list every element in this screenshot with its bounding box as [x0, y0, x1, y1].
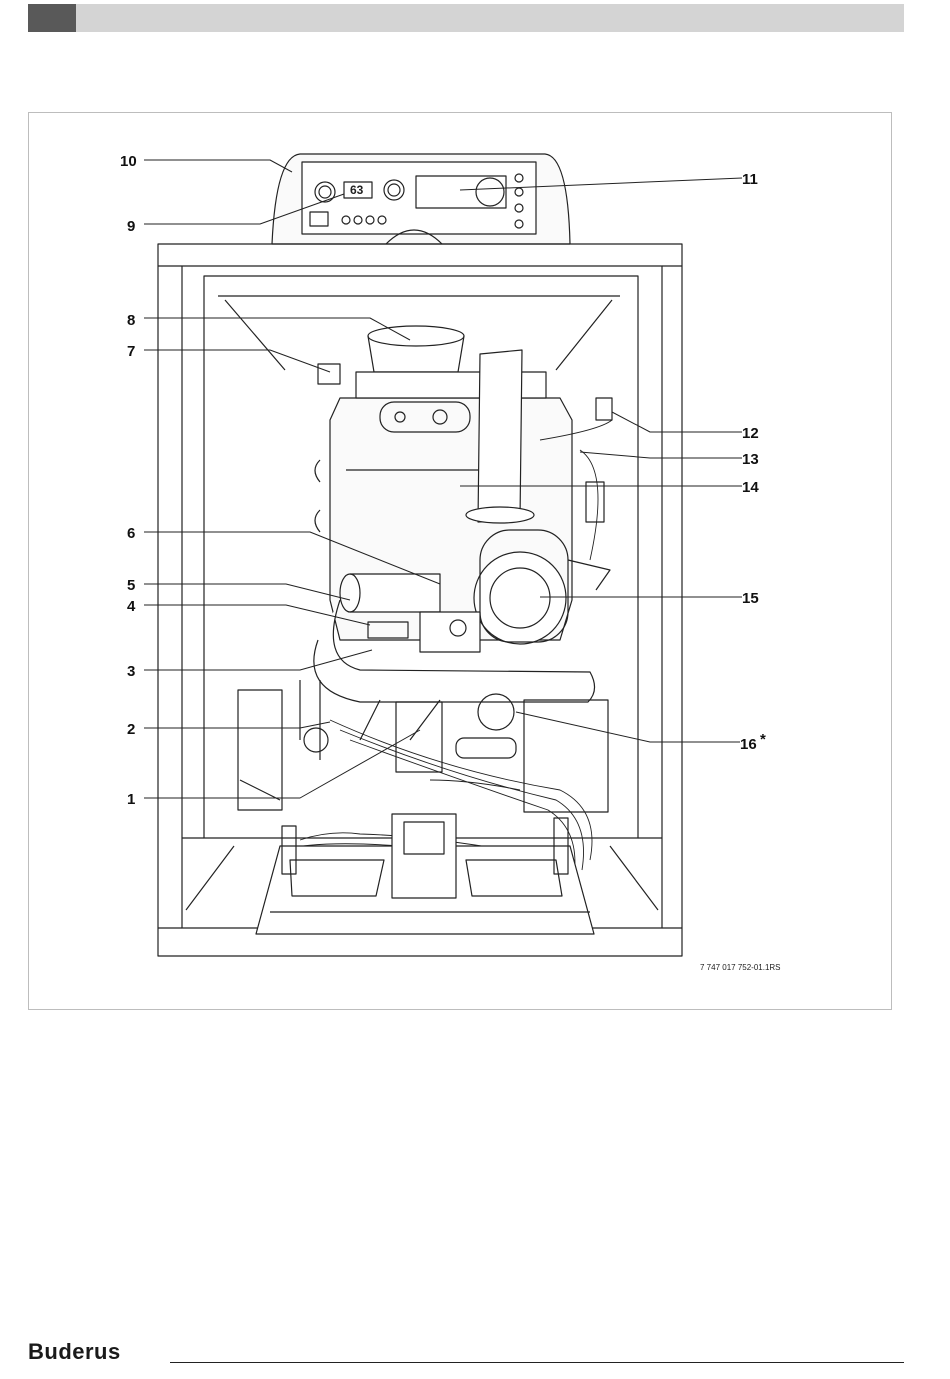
callout-11: 11 — [742, 171, 758, 188]
callout-4: 4 — [127, 598, 136, 615]
bottom-tray — [256, 814, 594, 934]
callout-3: 3 — [127, 663, 135, 680]
footer-rule — [170, 1362, 904, 1363]
callout-6: 6 — [127, 525, 135, 542]
control-panel — [272, 154, 570, 244]
callout-12: 12 — [742, 425, 759, 442]
callout-8: 8 — [127, 312, 135, 329]
callout-7: 7 — [127, 343, 135, 360]
callout-13: 13 — [742, 451, 759, 468]
callout-5: 5 — [127, 577, 135, 594]
callout-15: 15 — [742, 590, 759, 607]
callout-9: 9 — [127, 218, 135, 235]
drawing-code: 7 747 017 752-01.1RS — [700, 963, 781, 972]
brand-logo: Buderus — [28, 1339, 121, 1365]
callout-16-asterisk: * — [760, 731, 766, 748]
callout-14: 14 — [742, 479, 759, 496]
callout-2: 2 — [127, 721, 135, 738]
callout-10: 10 — [120, 153, 137, 170]
callout-1: 1 — [127, 791, 135, 808]
panel-display: 63 — [350, 183, 364, 197]
right-components — [568, 398, 612, 590]
callout-16: 16 — [740, 736, 757, 753]
